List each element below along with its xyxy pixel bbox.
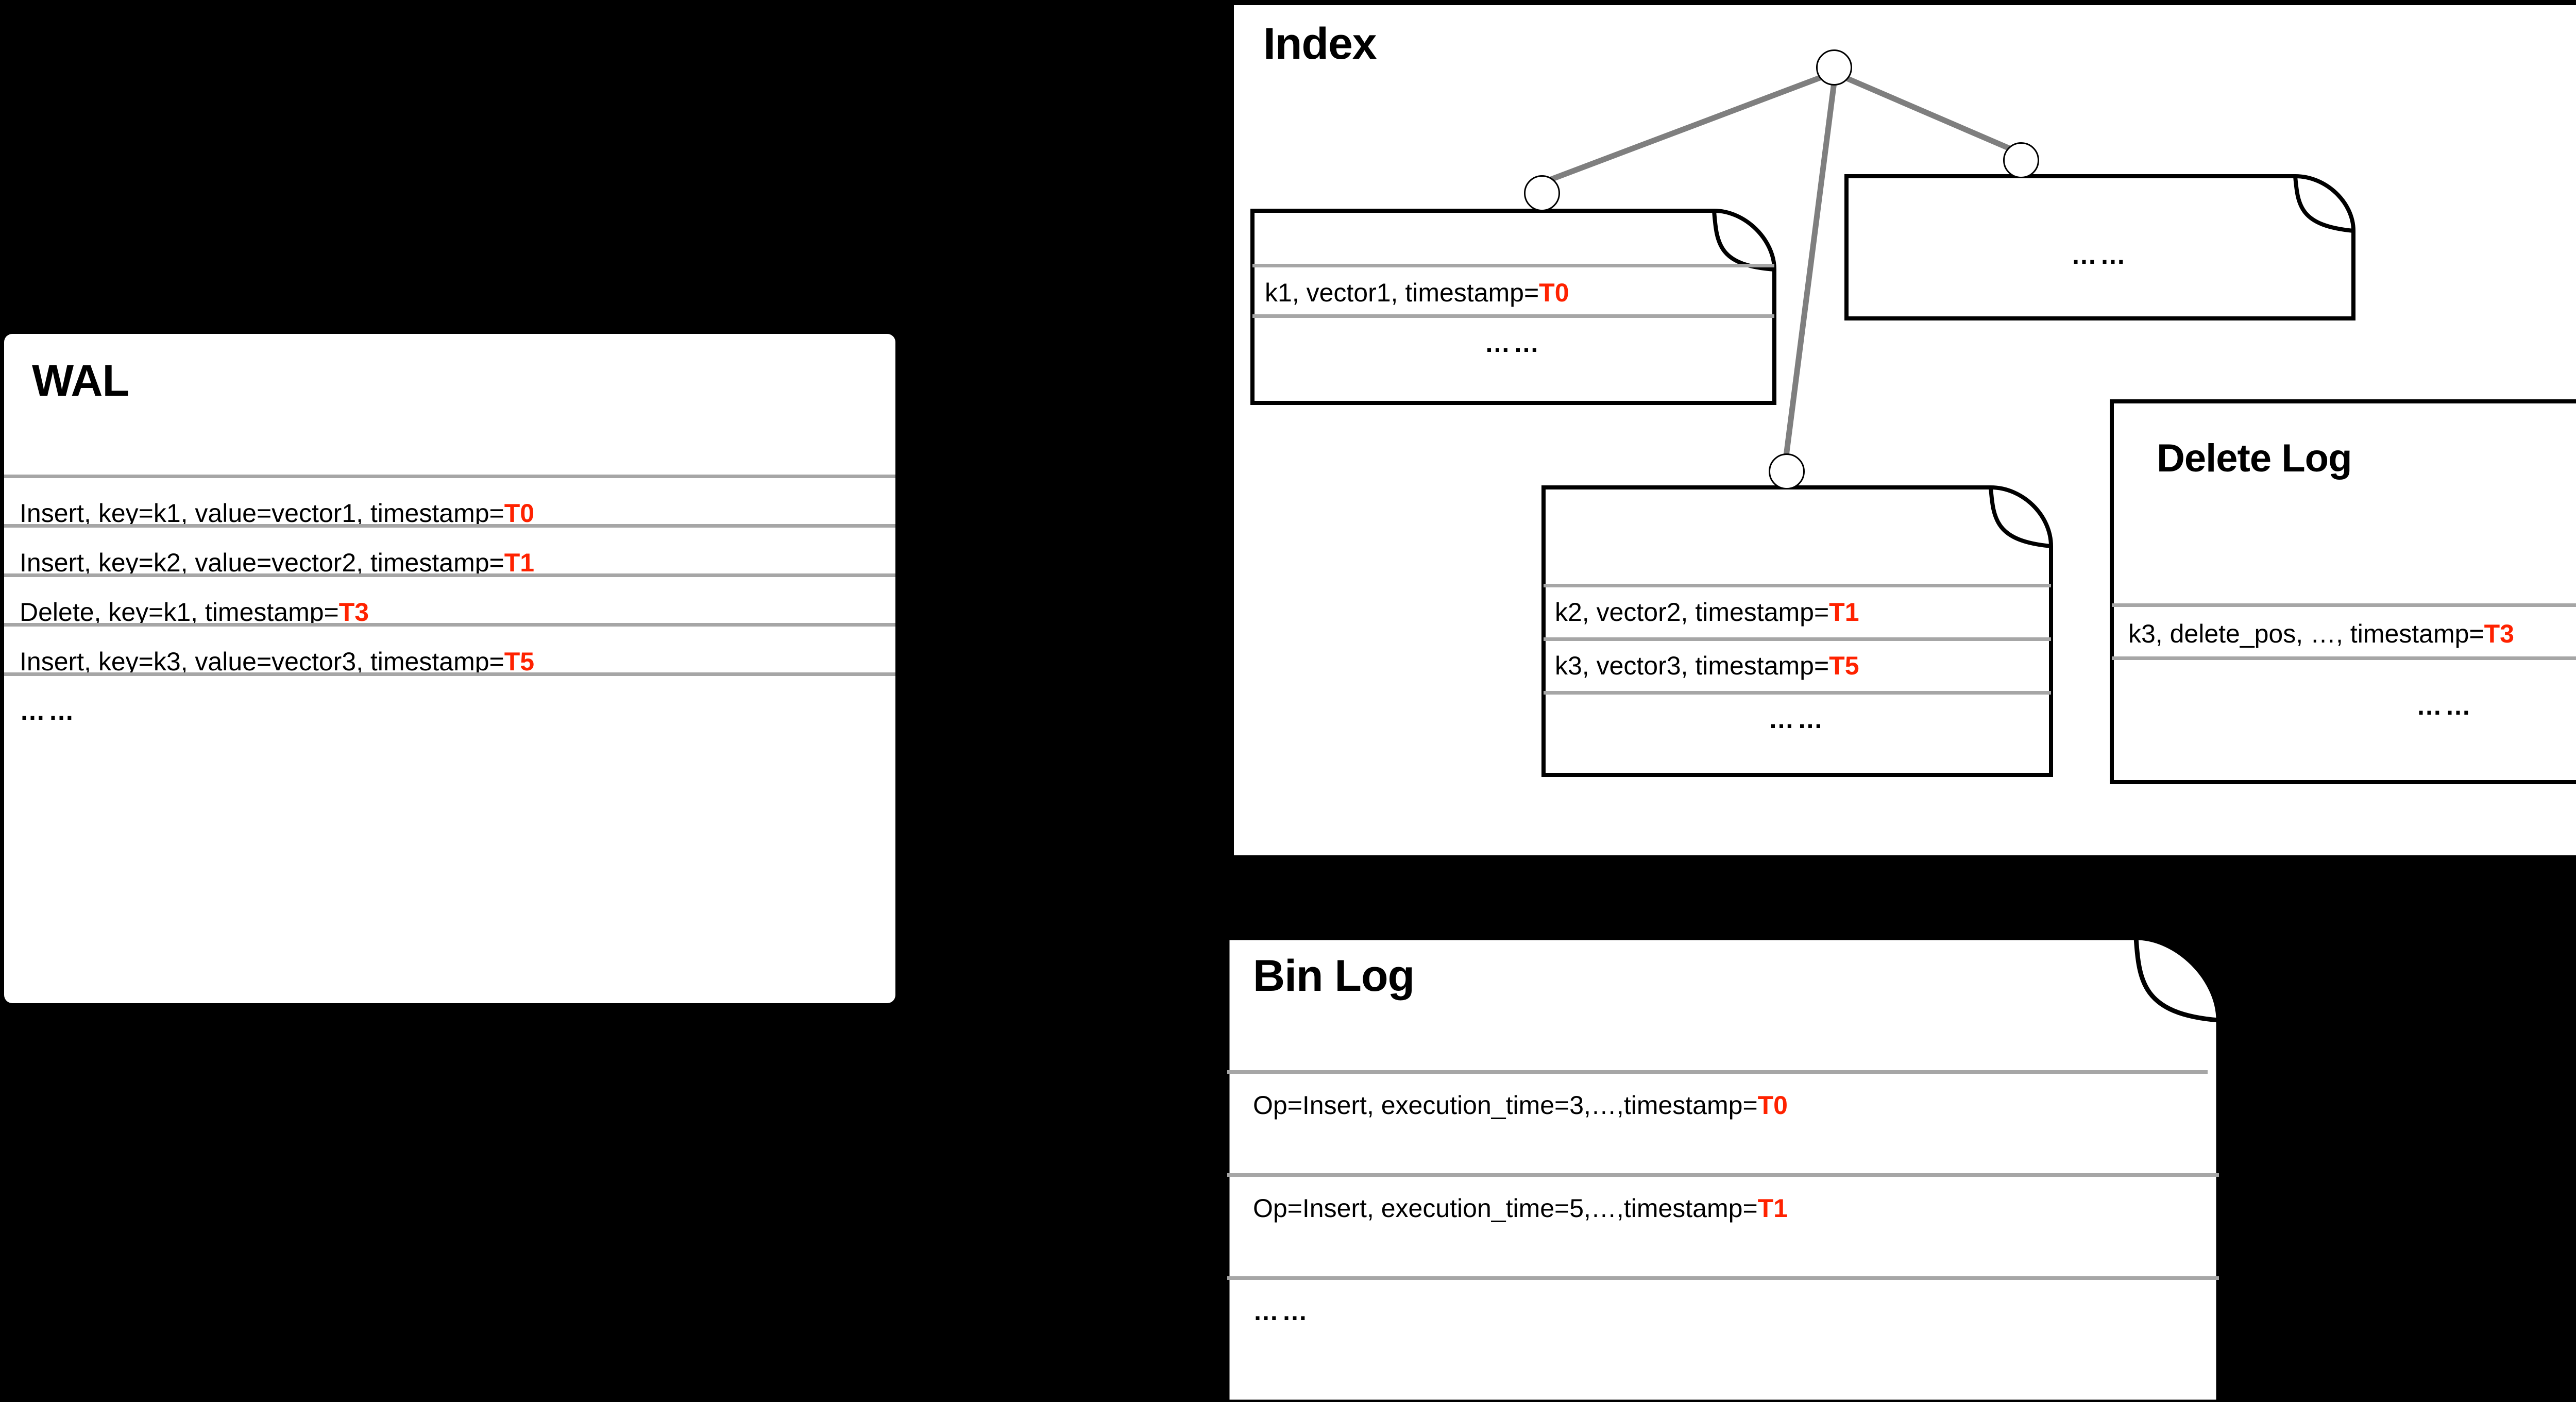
index-segment-k2-k3-row-0-text: k2, vector2, timestamp= xyxy=(1555,598,1829,627)
wal-row-2-timestamp: T3 xyxy=(338,598,369,627)
wal-title: WAL xyxy=(32,356,129,406)
delete-log-separator xyxy=(2112,656,2576,660)
middle-child-node xyxy=(1769,453,1805,489)
wal-separator xyxy=(4,475,895,478)
bin-log-row-0: Op=Insert, execution_time=3,…,timestamp=… xyxy=(1253,1082,2201,1128)
index-segment-k1-row-0-text: k1, vector1, timestamp= xyxy=(1265,278,1539,307)
delete-log-row-0-text: k3, delete_pos, …, timestamp= xyxy=(2128,619,2484,648)
bin-log-row-2: …… xyxy=(1253,1297,1311,1326)
wal-row-0: Insert, key=k1, value=vector1, timestamp… xyxy=(20,489,890,537)
index-segment-k2-k3-row-1: k3, vector3, timestamp=T5 xyxy=(1555,645,2047,686)
index-segment-k2-k3-row-0-timestamp: T1 xyxy=(1829,598,1859,627)
root-node xyxy=(1816,49,1852,86)
bin-log-row-0-timestamp: T0 xyxy=(1757,1091,1788,1120)
wal-row-4: …… xyxy=(20,697,77,725)
index-segment-k1-row-0-timestamp: T0 xyxy=(1539,278,1569,307)
wal-row-0-timestamp: T0 xyxy=(504,499,535,528)
right-child-node xyxy=(2003,142,2039,178)
bin-log-box xyxy=(1225,935,2221,1402)
wal-row-0-text: Insert, key=k1, value=vector1, timestamp… xyxy=(20,499,504,528)
bin-log-row-1-text: Op=Insert, execution_time=5,…,timestamp= xyxy=(1253,1194,1758,1223)
wal-row-1-text: Insert, key=k2, value=vector2, timestamp… xyxy=(20,548,504,577)
wal-row-1: Insert, key=k2, value=vector2, timestamp… xyxy=(20,539,890,586)
index-title: Index xyxy=(1263,19,1377,69)
index-segment-ellipsis-row-0: …… xyxy=(2071,241,2129,269)
wal-separator xyxy=(4,623,895,627)
index-segment-k1-separator xyxy=(1252,314,1774,318)
index-segment-k1-row-0: k1, vector1, timestamp=T0 xyxy=(1265,272,1770,313)
index-segment-k2-k3-separator xyxy=(1544,691,2051,695)
wal-separator xyxy=(4,524,895,528)
wal-row-2: Delete, key=k1, timestamp=T3 xyxy=(20,588,890,636)
index-segment-k2-k3 xyxy=(1541,485,2053,777)
index-segment-k2-k3-row-0: k2, vector2, timestamp=T1 xyxy=(1555,592,2047,633)
index-segment-k2-k3-separator xyxy=(1544,584,2051,587)
bin-log-row-1: Op=Insert, execution_time=5,…,timestamp=… xyxy=(1253,1185,2201,1231)
delete-log-separator xyxy=(2112,603,2576,607)
wal-separator xyxy=(4,672,895,676)
bin-log-row-1-timestamp: T1 xyxy=(1757,1194,1788,1223)
index-segment-k2-k3-row-1-text: k3, vector3, timestamp= xyxy=(1555,651,1829,680)
index-segment-k1-separator xyxy=(1252,264,1774,267)
delete-log-box xyxy=(2110,399,2576,784)
delete-log-row-0-timestamp: T3 xyxy=(2484,619,2514,648)
wal-row-1-timestamp: T1 xyxy=(504,548,535,577)
wal-row-3: Insert, key=k3, value=vector3, timestamp… xyxy=(20,638,890,685)
bin-log-separator xyxy=(1227,1173,2219,1177)
delete-log-title: Delete Log xyxy=(2157,436,2352,480)
bin-log-row-0-text: Op=Insert, execution_time=3,…,timestamp= xyxy=(1253,1091,1758,1120)
bin-log-separator xyxy=(1227,1276,2219,1280)
delete-log-row-0: k3, delete_pos, …, timestamp=T3 xyxy=(2128,613,2576,655)
delete-log-row-1: …… xyxy=(2416,691,2474,720)
index-segment-k2-k3-separator xyxy=(1544,637,2051,641)
index-segment-k2-k3-row-2: …… xyxy=(1768,705,1826,734)
wal-row-3-timestamp: T5 xyxy=(504,647,535,676)
wal-panel xyxy=(4,334,895,1003)
left-child-node xyxy=(1524,175,1560,211)
bin-log-separator xyxy=(1227,1070,2208,1074)
index-segment-k2-k3-row-1-timestamp: T5 xyxy=(1829,651,1859,680)
wal-separator xyxy=(4,573,895,577)
index-segment-k1-row-1: …… xyxy=(1484,329,1543,358)
bin-log-title: Bin Log xyxy=(1253,951,1415,1001)
wal-row-3-text: Insert, key=k3, value=vector3, timestamp… xyxy=(20,647,504,676)
wal-row-2-text: Delete, key=k1, timestamp= xyxy=(20,598,339,627)
index-segment-ellipsis xyxy=(1844,174,2355,320)
